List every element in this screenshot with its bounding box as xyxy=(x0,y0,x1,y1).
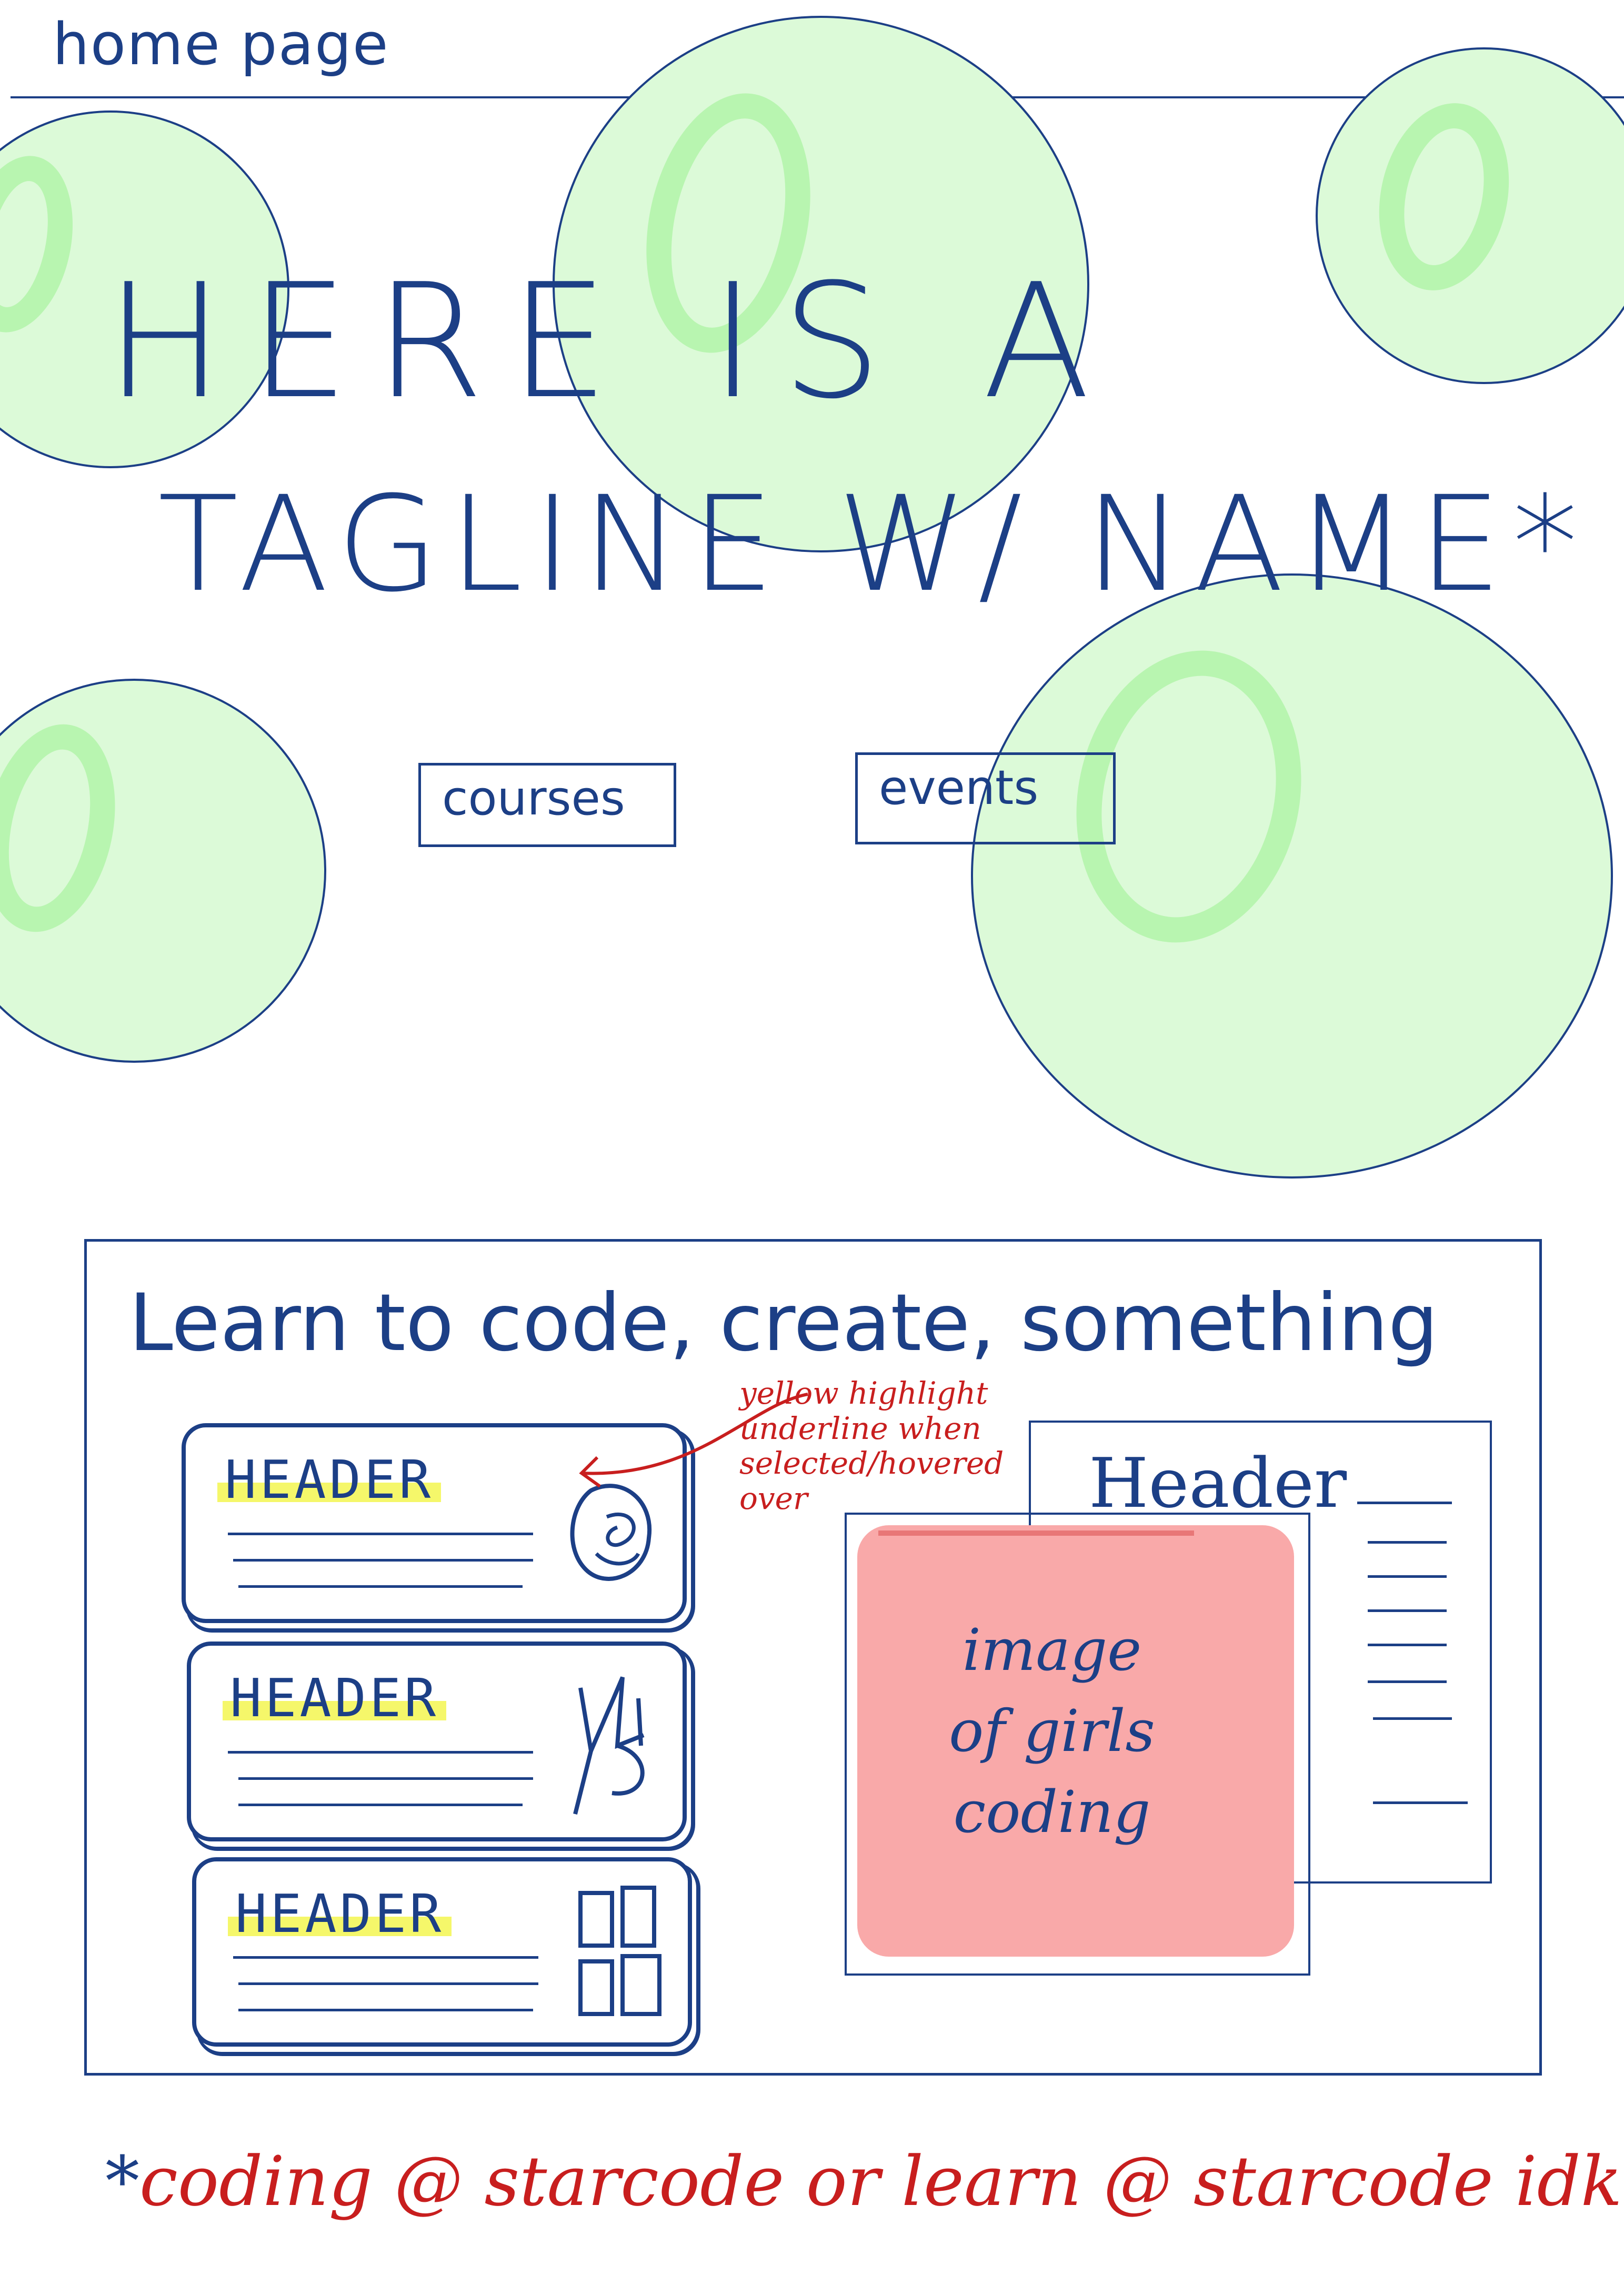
decorative-bubble xyxy=(0,679,326,1063)
side-text-line xyxy=(1368,1575,1447,1578)
side-card-heading: Header xyxy=(1089,1443,1347,1523)
card-text-line xyxy=(238,1804,523,1806)
side-text-line xyxy=(1368,1541,1447,1544)
side-text-line xyxy=(1368,1680,1447,1683)
image-placeholder-fill xyxy=(857,1525,1294,1957)
footnote: *coding @ starcode or learn @ starcode i… xyxy=(105,2141,1622,2221)
decorative-bubble xyxy=(971,573,1613,1179)
learn-section-heading: Learn to code, create, something xyxy=(129,1277,1438,1369)
hero-tagline-line1: HERE IS A xyxy=(105,250,1116,434)
pages-icon xyxy=(578,1886,661,2016)
card-header: HEADER xyxy=(223,1672,447,1725)
image-caption: image of girls coding xyxy=(949,1616,1155,1846)
card-text-line xyxy=(238,1585,523,1588)
page-title: home page xyxy=(53,11,389,78)
side-text-line xyxy=(1373,1717,1452,1720)
card-text-line xyxy=(233,1956,538,1959)
feature-card[interactable]: HEADER xyxy=(182,1423,687,1623)
card-header: HEADER xyxy=(228,1888,452,1940)
card-text-line xyxy=(233,1559,533,1562)
card-text-line xyxy=(238,1777,533,1780)
events-button[interactable]: events xyxy=(855,752,1116,844)
globe-icon xyxy=(570,1484,652,1581)
card-text-line xyxy=(228,1533,533,1535)
footnote-text: coding @ starcode or learn @ starcode id… xyxy=(139,2141,1622,2221)
footnote-asterisk: * xyxy=(105,2141,139,2221)
courses-button[interactable]: courses xyxy=(418,763,676,847)
card-text-line xyxy=(238,1982,538,1985)
side-text-line xyxy=(1368,1644,1447,1646)
side-text-line xyxy=(1357,1502,1452,1504)
decorative-bubble xyxy=(0,110,289,468)
side-text-line xyxy=(1368,1609,1447,1612)
image-placeholder: image of girls coding xyxy=(845,1513,1310,1976)
hero-tagline-line2: TAGLINE W/ NAME* xyxy=(158,468,1589,621)
annotation-arrow xyxy=(579,1393,808,1488)
learn-section: Learn to code, create, something HEADER … xyxy=(84,1239,1542,2076)
feature-card[interactable]: HEADER xyxy=(187,1642,687,1841)
decorative-bubble xyxy=(1316,47,1624,384)
hover-annotation-note: yellow highlight underline when selected… xyxy=(739,1375,1004,1517)
card-text-line xyxy=(228,1751,533,1754)
decorative-bubble xyxy=(553,16,1089,552)
tools-icon xyxy=(573,1676,645,1815)
side-text-line xyxy=(1373,1801,1468,1804)
card-header: HEADER xyxy=(217,1454,442,1506)
feature-card[interactable]: HEADER xyxy=(192,1857,692,2047)
card-text-line xyxy=(238,2009,533,2011)
